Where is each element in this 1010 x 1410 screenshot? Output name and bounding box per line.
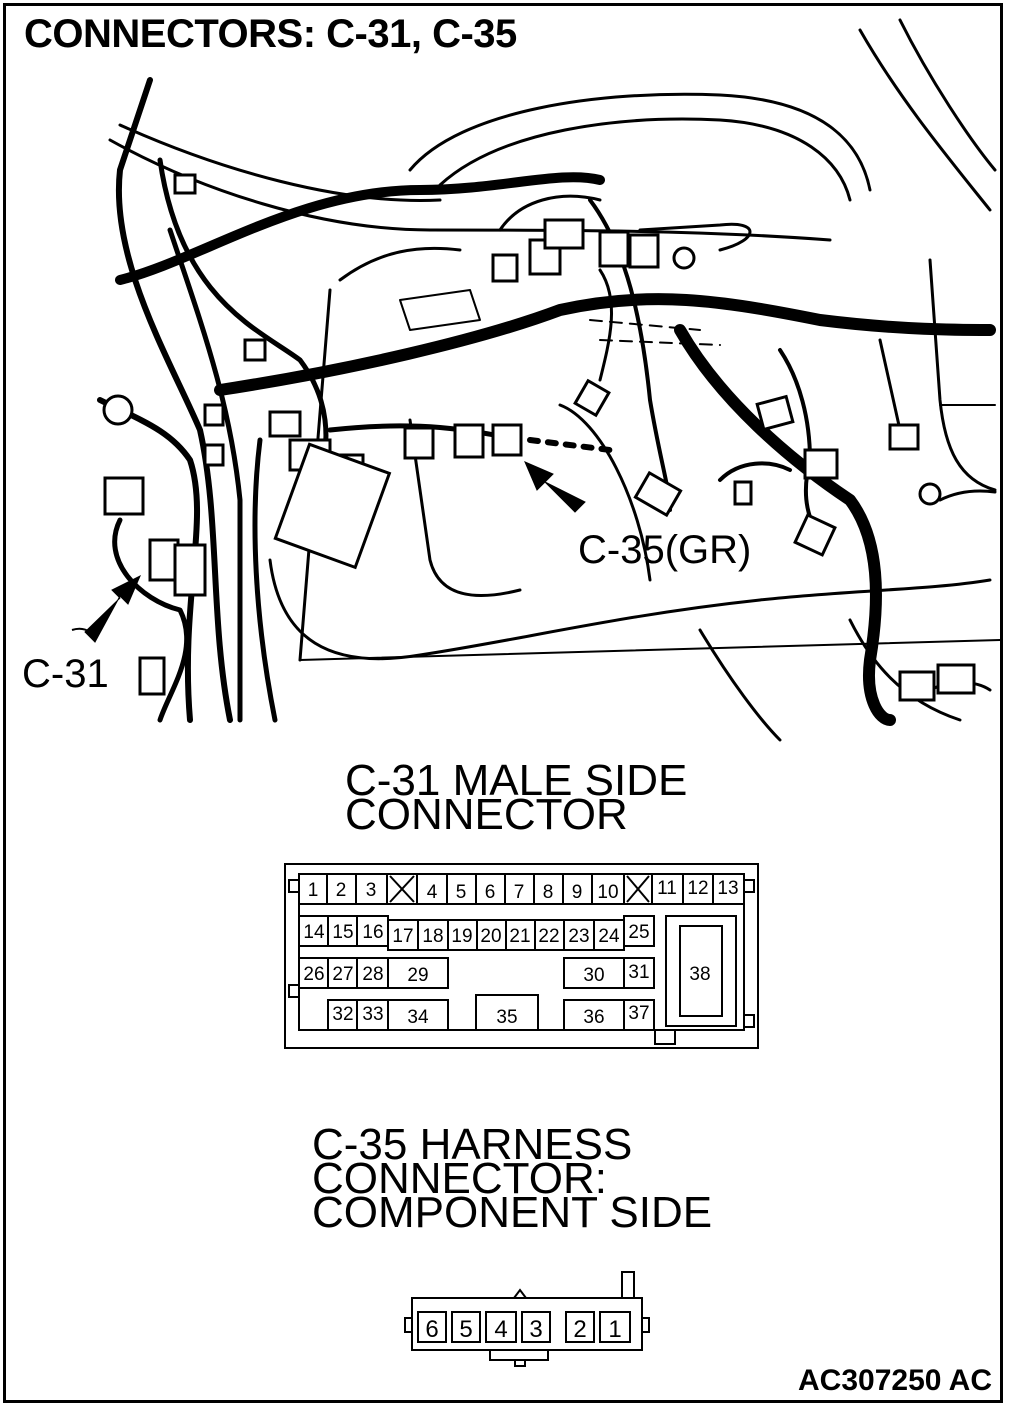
page-title: CONNECTORS: C-31, C-35 xyxy=(24,12,517,56)
c35-heading-line-1: C-35 HARNESS xyxy=(312,1120,633,1169)
c31-heading-line-2: CONNECTOR xyxy=(345,790,628,839)
c35-heading-line-3: COMPONENT SIDE xyxy=(312,1188,713,1237)
harness-illustration xyxy=(71,18,1001,742)
c31-heading-line-1: C-31 MALE SIDE xyxy=(345,756,688,805)
arrow-icon xyxy=(84,461,586,643)
c35-heading: C-35 HARNESS CONNECTOR: COMPONENT SIDE xyxy=(312,1120,713,1237)
c31-callout-label: C-31 xyxy=(22,652,109,696)
c31-heading: C-31 MALE SIDE CONNECTOR xyxy=(345,756,688,839)
c35-callout-label: C-35(GR) xyxy=(578,528,752,572)
connector-block-icon xyxy=(102,173,976,702)
figure-frame xyxy=(3,3,1003,1403)
figure-code: AC307250 AC xyxy=(798,1364,992,1397)
c35-heading-line-2: CONNECTOR: xyxy=(312,1154,607,1203)
